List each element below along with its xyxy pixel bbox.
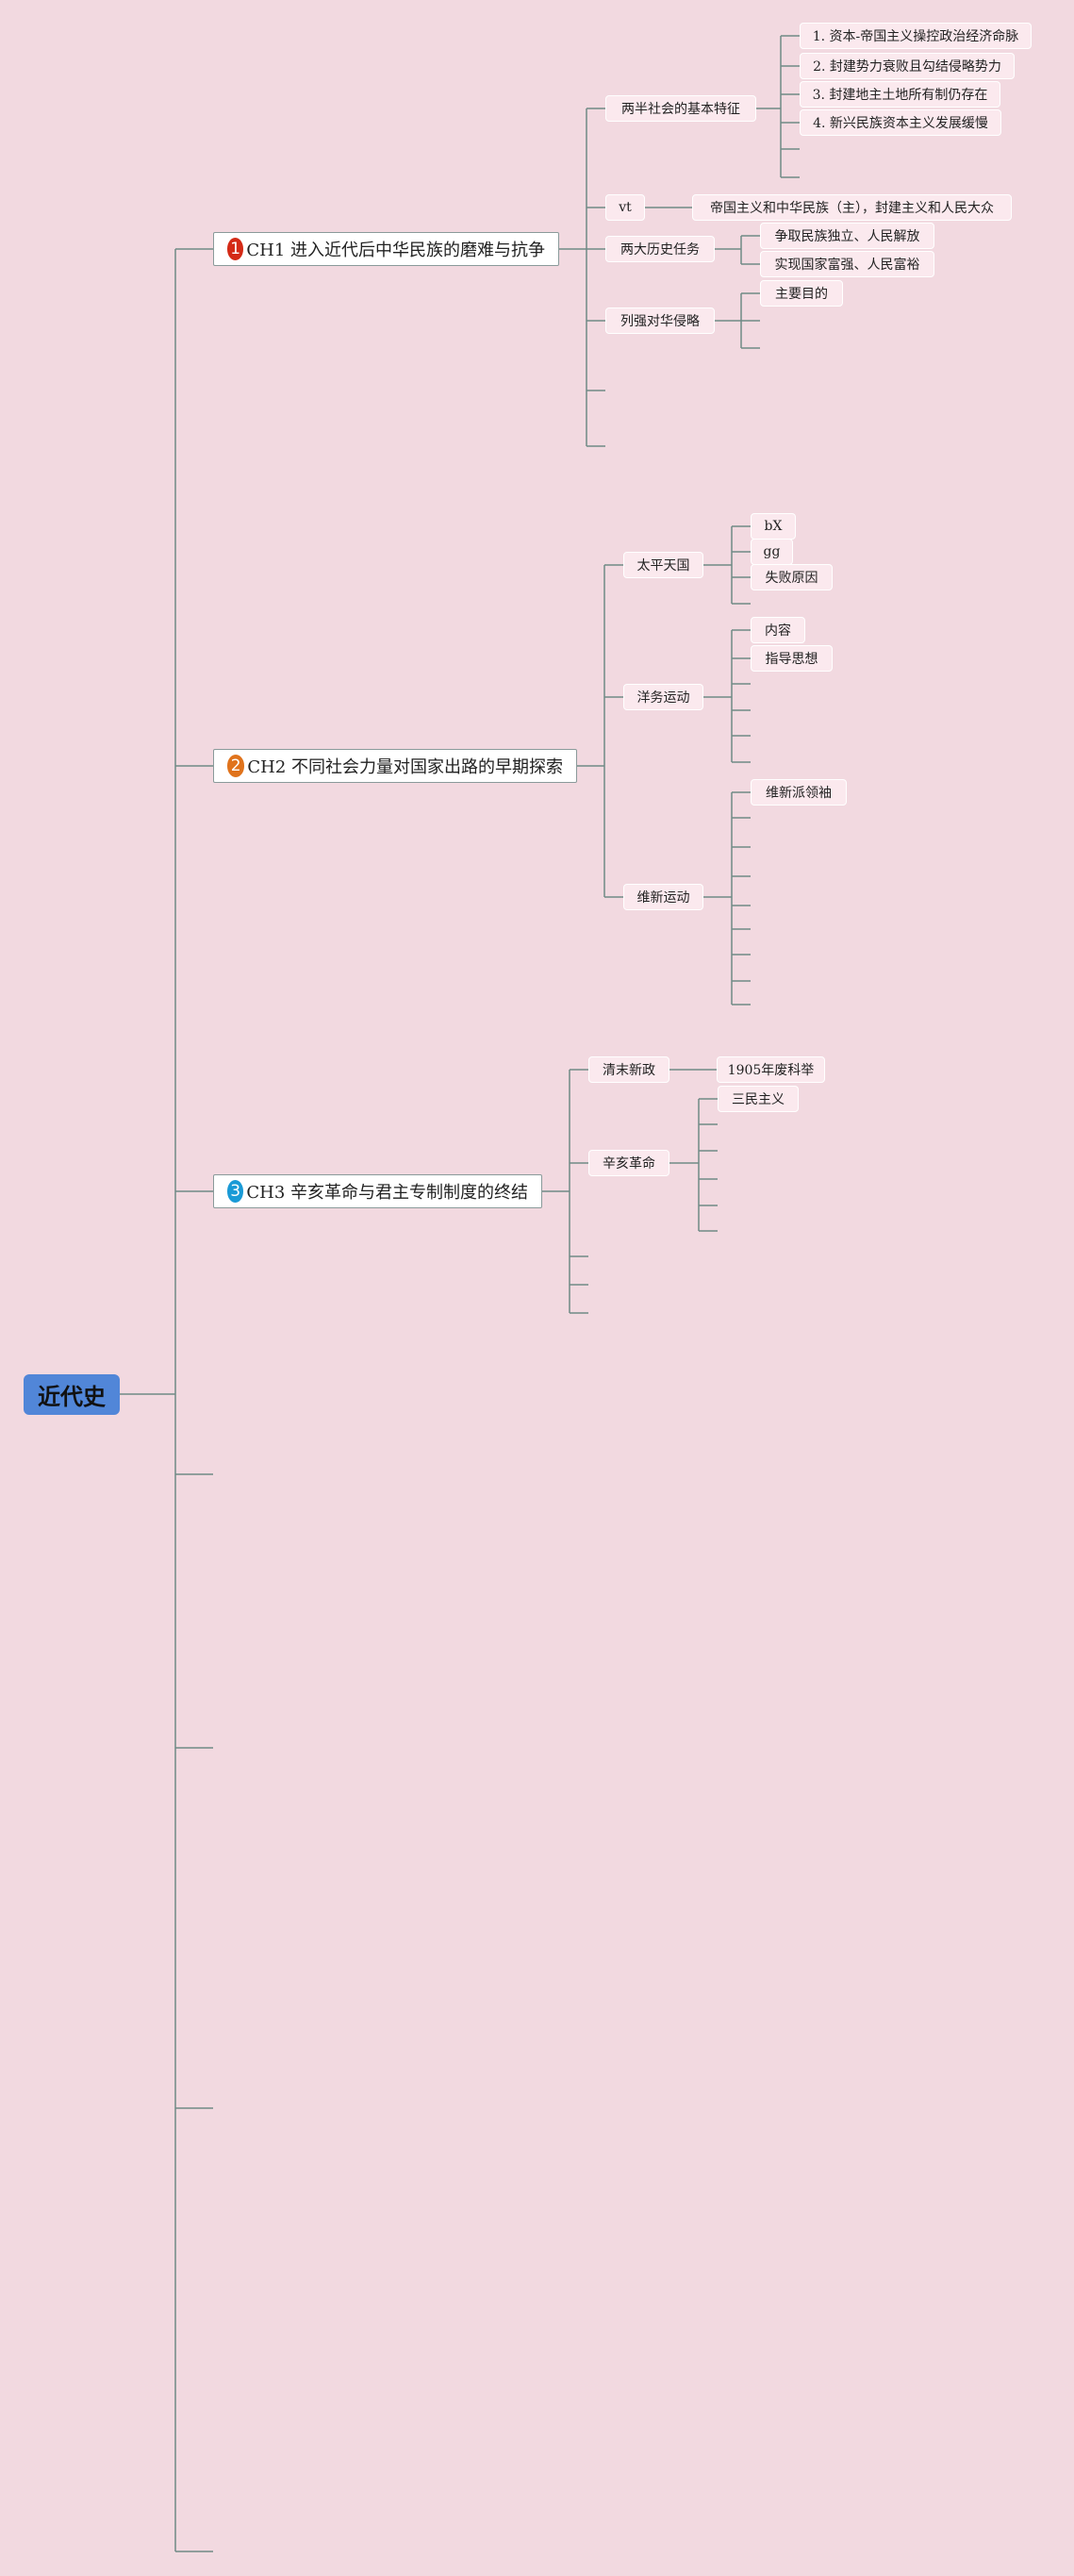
root-label: 近代史	[38, 1384, 106, 1410]
ch3-badge: 3	[227, 1180, 244, 1203]
ch1-invasion-label: 列强对华侵略	[620, 314, 700, 329]
ch1-tasks-node[interactable]: 两大历史任务	[605, 236, 715, 262]
invasion-item-1-label: 主要目的	[775, 287, 828, 302]
ch1-vt-label: vt	[619, 200, 632, 215]
ch1-features-node[interactable]: 两半社会的基本特征	[605, 95, 756, 122]
ch1-invasion-node[interactable]: 列强对华侵略	[605, 307, 715, 334]
yangwu-item-2[interactable]: 指导思想	[751, 645, 833, 672]
feature-item-1-label: 1. 资本-帝国主义操控政治经济命脉	[812, 29, 1019, 44]
taiping-item-3-label: 失败原因	[765, 571, 818, 586]
qingmo-node[interactable]: 清末新政	[588, 1056, 669, 1083]
root-node[interactable]: 近代史	[24, 1374, 120, 1415]
task-item-2-label: 实现国家富强、人民富裕	[774, 258, 920, 273]
yangwu-item-2-label: 指导思想	[765, 652, 818, 667]
ch3-node[interactable]: 3 CH3 辛亥革命与君主专制制度的终结	[213, 1174, 542, 1208]
ch1-vt-node[interactable]: vt	[605, 194, 645, 221]
taiping-node[interactable]: 太平天国	[623, 552, 703, 578]
weixin-label: 维新运动	[636, 890, 690, 906]
ch1-title: CH1 进入近代后中华民族的磨难与抗争	[246, 241, 545, 260]
ch1-node[interactable]: 1 CH1 进入近代后中华民族的磨难与抗争	[213, 232, 559, 266]
xinhai-item-1[interactable]: 三民主义	[718, 1086, 799, 1112]
yangwu-item-1[interactable]: 内容	[751, 617, 805, 643]
ch3-title: CH3 辛亥革命与君主专制制度的终结	[246, 1183, 528, 1203]
feature-item-2[interactable]: 2. 封建势力衰败且勾结侵略势力	[800, 53, 1015, 79]
vt-child-node[interactable]: 帝国主义和中华民族（主），封建主义和人民大众	[692, 194, 1012, 221]
taiping-item-1-label: bX	[764, 519, 783, 534]
qingmo-item-1[interactable]: 1905年废科举	[717, 1056, 825, 1083]
feature-item-2-label: 2. 封建势力衰败且勾结侵略势力	[813, 59, 1001, 75]
xinhai-label: 辛亥革命	[603, 1156, 655, 1172]
feature-item-4-label: 4. 新兴民族资本主义发展缓慢	[813, 116, 988, 131]
feature-item-1[interactable]: 1. 资本-帝国主义操控政治经济命脉	[800, 23, 1032, 49]
yangwu-item-1-label: 内容	[765, 623, 791, 639]
qingmo-item-1-label: 1905年废科举	[727, 1063, 815, 1078]
taiping-item-3[interactable]: 失败原因	[751, 564, 833, 590]
ch2-title: CH2 不同社会力量对国家出路的早期探索	[247, 757, 563, 777]
weixin-item-1-label: 维新派领袖	[766, 786, 832, 801]
yangwu-node[interactable]: 洋务运动	[623, 684, 703, 710]
vt-child-label: 帝国主义和中华民族（主），封建主义和人民大众	[710, 201, 994, 216]
weixin-node[interactable]: 维新运动	[623, 884, 703, 910]
taiping-item-2[interactable]: gg	[751, 539, 793, 565]
invasion-item-1[interactable]: 主要目的	[760, 280, 843, 307]
feature-item-4[interactable]: 4. 新兴民族资本主义发展缓慢	[800, 109, 1001, 136]
yangwu-label: 洋务运动	[636, 690, 690, 706]
task-item-1[interactable]: 争取民族独立、人民解放	[760, 223, 934, 249]
task-item-1-label: 争取民族独立、人民解放	[774, 229, 920, 244]
feature-item-3[interactable]: 3. 封建地主土地所有制仍存在	[800, 81, 1000, 108]
ch1-badge: 1	[227, 238, 244, 260]
ch1-features-label: 两半社会的基本特征	[621, 102, 740, 117]
qingmo-label: 清末新政	[603, 1063, 655, 1078]
ch2-badge: 2	[227, 755, 245, 777]
task-item-2[interactable]: 实现国家富强、人民富裕	[760, 251, 934, 277]
xinhai-item-1-label: 三民主义	[732, 1092, 785, 1107]
taiping-label: 太平天国	[636, 558, 690, 573]
feature-item-3-label: 3. 封建地主土地所有制仍存在	[812, 88, 988, 103]
ch1-tasks-label: 两大历史任务	[620, 242, 700, 258]
xinhai-node[interactable]: 辛亥革命	[588, 1150, 669, 1176]
ch2-node[interactable]: 2 CH2 不同社会力量对国家出路的早期探索	[213, 749, 577, 783]
taiping-item-1[interactable]: bX	[751, 513, 796, 540]
taiping-item-2-label: gg	[763, 544, 781, 559]
weixin-item-1[interactable]: 维新派领袖	[751, 779, 847, 806]
